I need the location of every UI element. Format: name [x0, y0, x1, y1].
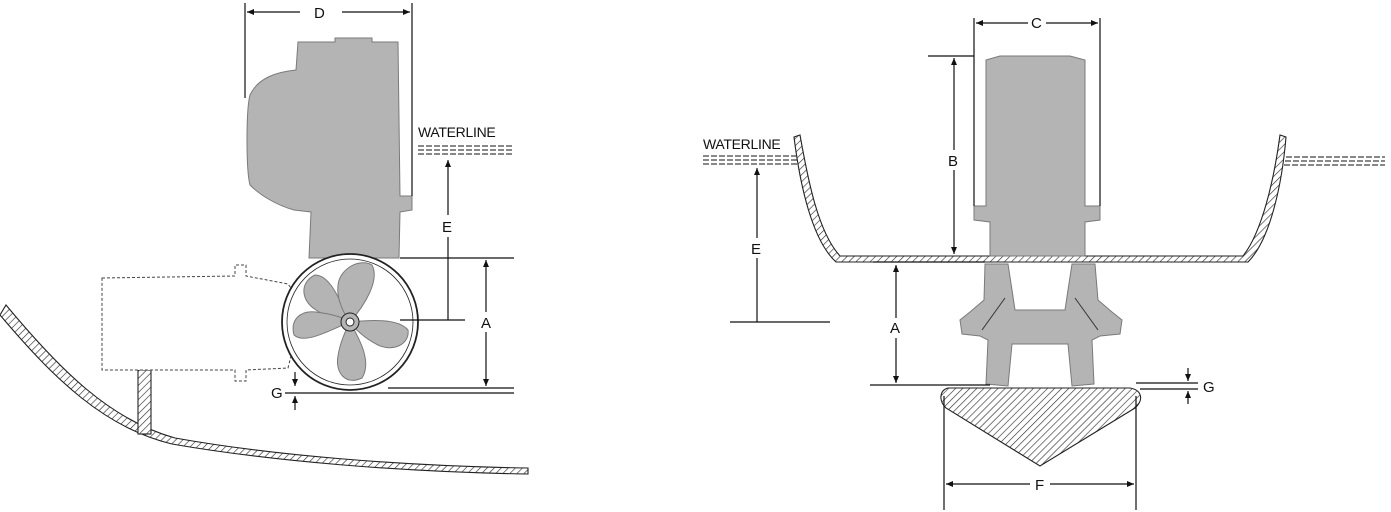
- propeller-icon: [292, 262, 409, 381]
- front-dim-C: C: [973, 15, 1101, 206]
- side-label-D: D: [314, 5, 325, 22]
- front-dim-B: B: [928, 55, 974, 254]
- side-dim-D: D: [244, 3, 413, 196]
- front-dim-E: E: [730, 168, 830, 323]
- side-dim-A: A: [285, 257, 514, 394]
- side-label-E: E: [442, 219, 452, 236]
- side-thruster-body: [246, 37, 413, 259]
- front-hull: [793, 134, 1287, 263]
- side-tunnel-outline: [101, 264, 301, 382]
- side-waterline-label: WATERLINE: [418, 124, 495, 140]
- front-waterline-left: WATERLINE: [703, 136, 799, 165]
- side-support-post: [137, 369, 152, 435]
- front-waterline-label: WATERLINE: [703, 136, 780, 152]
- side-label-G: G: [271, 385, 283, 402]
- front-label-G: G: [1203, 379, 1215, 396]
- front-label-F: F: [1035, 477, 1044, 494]
- side-label-A: A: [481, 315, 491, 332]
- front-dim-G: G: [1136, 368, 1215, 404]
- side-dim-G: G: [271, 372, 298, 410]
- front-dim-F: F: [943, 396, 1137, 510]
- front-thruster-motor: [973, 55, 1101, 257]
- front-dim-A: A: [870, 261, 990, 386]
- front-keel-tube: [940, 387, 1142, 467]
- front-label-C: C: [1031, 15, 1042, 32]
- front-label-A: A: [890, 320, 900, 337]
- front-gear-housing: [959, 263, 1123, 387]
- side-view: WATERLINE D E A: [0, 3, 529, 475]
- front-view: WATERLINE C B E: [703, 15, 1385, 510]
- front-waterline-right: [1284, 156, 1385, 166]
- front-label-B: B: [948, 153, 958, 170]
- side-waterline: WATERLINE: [418, 124, 514, 155]
- side-dim-E: E: [400, 160, 465, 321]
- front-label-E: E: [751, 241, 761, 258]
